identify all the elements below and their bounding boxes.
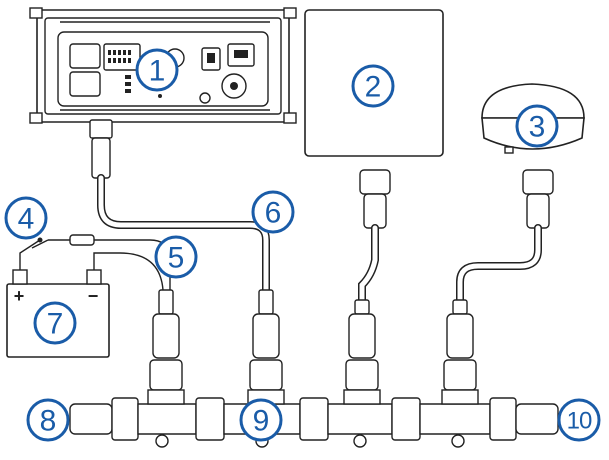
callout-1-label: 1 (149, 55, 166, 88)
callout-2-label: 2 (365, 71, 382, 104)
nmea-backbone (69, 389, 559, 448)
device2-drop-cable (345, 169, 391, 391)
callout-10: 10 (557, 398, 601, 442)
battery-minus: − (88, 286, 99, 306)
callout-1: 1 (135, 48, 179, 92)
callout-3: 3 (515, 104, 559, 148)
data-connector (103, 43, 141, 71)
connector-pins (108, 50, 131, 93)
callout-6-label: 6 (265, 197, 282, 230)
callout-2: 2 (351, 64, 395, 108)
device1-drop-connector (249, 289, 283, 391)
power-connector (69, 43, 101, 69)
right-terminator (515, 403, 559, 435)
left-terminator (69, 403, 113, 435)
callout-8: 8 (26, 398, 70, 442)
battery-plus: + (14, 286, 25, 306)
callout-5: 5 (154, 235, 198, 279)
callout-4-label: 4 (18, 203, 35, 236)
callout-5-label: 5 (168, 242, 185, 275)
callout-6: 6 (251, 190, 295, 234)
fuse (69, 234, 95, 246)
callout-9-label: 9 (253, 405, 270, 438)
callout-7-label: 7 (47, 308, 64, 341)
callout-7: 7 (33, 301, 77, 345)
device3-drop-cable (443, 169, 554, 391)
power-tee-drop (149, 289, 183, 391)
callout-8-label: 8 (40, 405, 57, 438)
callout-10-label: 10 (567, 408, 592, 435)
callout-9: 9 (239, 398, 283, 442)
device1-cable (89, 119, 270, 304)
vent-slots-top (60, 21, 270, 111)
callout-3-label: 3 (529, 111, 546, 144)
callout-4: 4 (4, 196, 48, 240)
